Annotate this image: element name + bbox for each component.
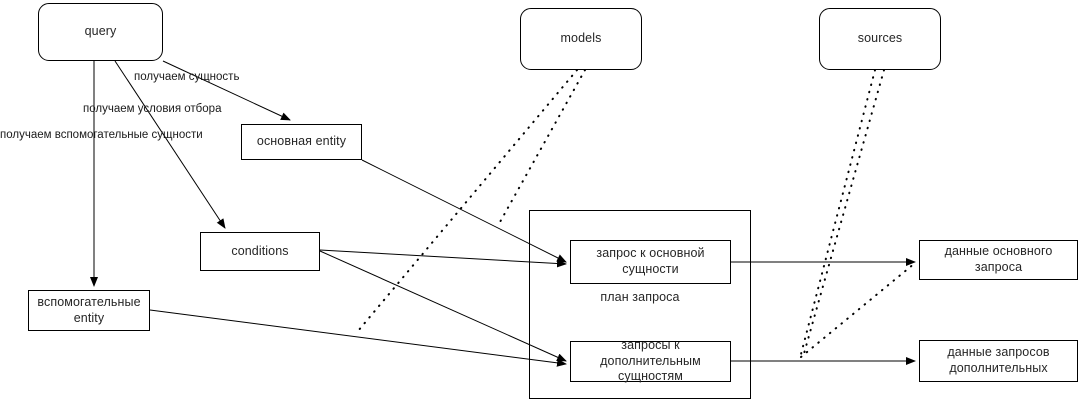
node-sources-label: sources — [857, 31, 903, 46]
edge-sources-to-extra-data-join — [799, 69, 876, 359]
node-extra-queries-label: запросы к дополнительным сущностям — [600, 338, 701, 384]
node-conditions-label: conditions — [231, 243, 289, 258]
edge-label-get-entity: получаем сущность — [134, 71, 240, 83]
edge-models-to-main-query — [499, 69, 586, 223]
node-main-data-label: данные основного запроса — [944, 244, 1053, 274]
node-models[interactable]: models — [520, 8, 642, 70]
node-models-label: models — [560, 31, 602, 46]
edge-aux-entity-to-extra-queries — [149, 309, 567, 367]
node-extra-data[interactable]: данные запросов дополнительных — [919, 340, 1078, 382]
node-query[interactable]: query — [38, 3, 163, 61]
node-query-plan-label: план запроса — [600, 289, 680, 304]
node-aux-entity-label: вспомогательные entity — [37, 294, 141, 325]
node-sources[interactable]: sources — [819, 8, 941, 70]
node-aux-entity[interactable]: вспомогательные entity — [28, 290, 150, 331]
node-main-query[interactable]: запрос к основной сущности — [570, 240, 731, 284]
node-extra-queries[interactable]: запросы к дополнительным сущностям — [570, 338, 731, 384]
node-main-entity[interactable]: основная entity — [241, 124, 362, 160]
node-query-label: query — [84, 24, 117, 39]
edge-label-get-conditions: получаем условия отбора — [83, 103, 222, 115]
edge-sources-to-join-second — [802, 69, 885, 358]
node-conditions[interactable]: conditions — [200, 232, 320, 271]
edge-label-get-aux-entities: получаем вспомогательные сущности — [0, 129, 203, 141]
node-main-entity-label: основная entity — [256, 134, 347, 149]
node-main-data[interactable]: данные основного запроса — [919, 240, 1078, 280]
node-query-plan-group[interactable]: план запроса — [529, 210, 751, 399]
edge-join-to-main-data — [800, 262, 916, 358]
node-main-query-label: запрос к основной сущности — [596, 246, 705, 276]
edge-query-to-conditions — [114, 60, 226, 229]
node-extra-data-label: данные запросов дополнительных — [947, 345, 1050, 375]
